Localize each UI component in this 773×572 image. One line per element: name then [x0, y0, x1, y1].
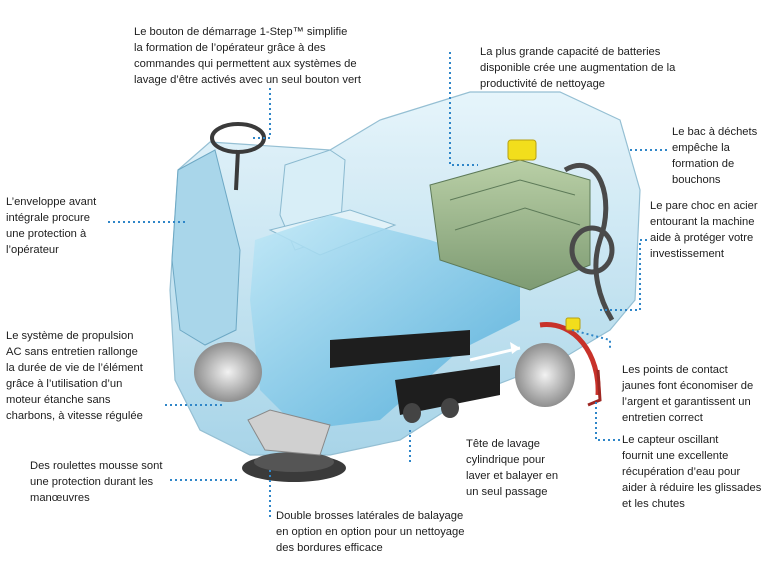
- yellow-touchpoints: [507, 139, 581, 331]
- squeegee-bumper: [539, 322, 602, 407]
- callout-side-brushes: Double brosses latérales de balayage en …: [276, 510, 465, 554]
- callout-yellow-touchpoints: Les points de contact jaunes font économ…: [622, 364, 754, 424]
- recovery-hoses: [563, 162, 615, 322]
- callout-front-shroud: L’enveloppe avant intégrale procure une …: [6, 196, 97, 256]
- callout-battery: La plus grande capacité de batteries dis…: [480, 46, 676, 90]
- callout-squeegee: Le capteur oscillant fournit une excelle…: [622, 434, 762, 510]
- callout-foam-rollers: Des roulettes mousse sont une protection…: [30, 460, 163, 504]
- callout-debris-tray: Le bac à déchets empêche la formation de…: [672, 126, 758, 186]
- rear-wheel: [515, 343, 575, 407]
- callout-start-button: Le bouton de démarrage 1-Step™ simplifie…: [134, 26, 361, 86]
- flow-arrowhead: [510, 342, 520, 354]
- callout-steel-bumper: Le pare choc en acier entourant la machi…: [650, 200, 758, 260]
- leader-start-button: [250, 88, 271, 139]
- leader-steel-bumper: [600, 239, 648, 311]
- callout-propulsion: Le système de propulsion AC sans entreti…: [6, 330, 143, 422]
- callout-cylindrical-head: Tête de lavage cylindrique pour laver et…: [466, 438, 559, 498]
- leader-squeegee: [595, 402, 620, 441]
- drive-wheel: [194, 342, 262, 402]
- side-brush: [242, 409, 346, 482]
- solution-tank: [250, 215, 520, 430]
- leader-lines: [108, 52, 668, 518]
- leader-battery: [449, 52, 478, 166]
- cylindrical-brushes: [330, 330, 500, 423]
